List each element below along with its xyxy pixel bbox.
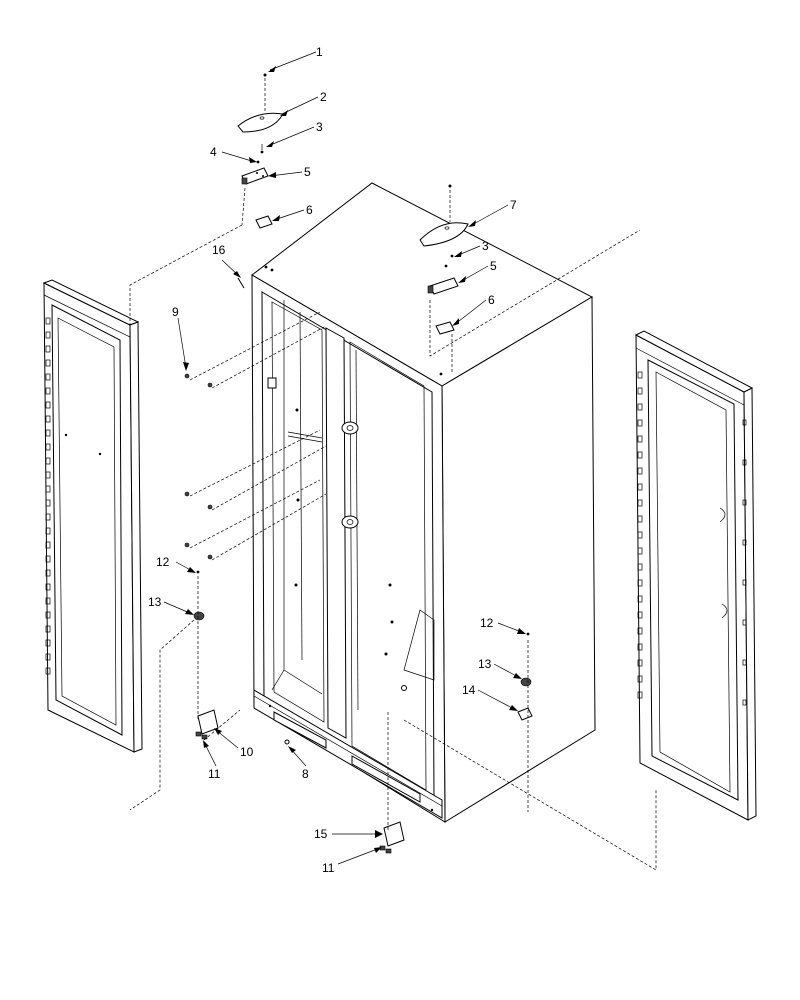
callout-15: 15 [314,827,328,841]
callout-5: 5 [304,165,311,179]
callout-5-right: 5 [490,259,497,273]
callout-9: 9 [172,305,179,319]
callout-10: 10 [240,745,254,759]
callout-12-right: 12 [480,616,494,630]
left-door [42,279,143,753]
bottom-hinge-left [195,709,290,745]
assembly-dashed-lines [129,78,657,871]
leader-lines [163,51,526,865]
callout-11-bottom: 11 [322,861,335,875]
bottom-hinge-right [379,821,405,854]
right-door [634,330,757,821]
left-door-shelf-pockets [45,317,51,675]
callout-12: 12 [156,555,170,569]
right-door-shelf-pockets [637,371,747,706]
cabinet [251,182,596,823]
callout-13-right: 13 [478,657,492,671]
top-right-hinge-group [237,184,469,335]
door-stop-screws [184,373,213,621]
callout-4: 4 [210,145,217,159]
callout-7: 7 [510,198,517,212]
top-left-hinge-group [237,73,284,229]
callout-3-right: 3 [482,239,489,253]
callout-1: 1 [316,45,323,59]
callout-8: 8 [302,767,309,781]
right-roller-parts [517,632,533,721]
callout-11: 11 [208,767,221,781]
callout-6-right: 6 [488,293,495,307]
callout-14: 14 [462,683,476,697]
callout-3: 3 [316,120,323,134]
callout-13: 13 [148,595,162,609]
callout-2: 2 [320,90,327,104]
callout-labels: 1 2 3 4 5 6 7 3 5 6 16 9 12 13 10 11 8 1… [148,45,517,875]
callout-16: 16 [212,243,226,257]
callout-6: 6 [306,203,313,217]
